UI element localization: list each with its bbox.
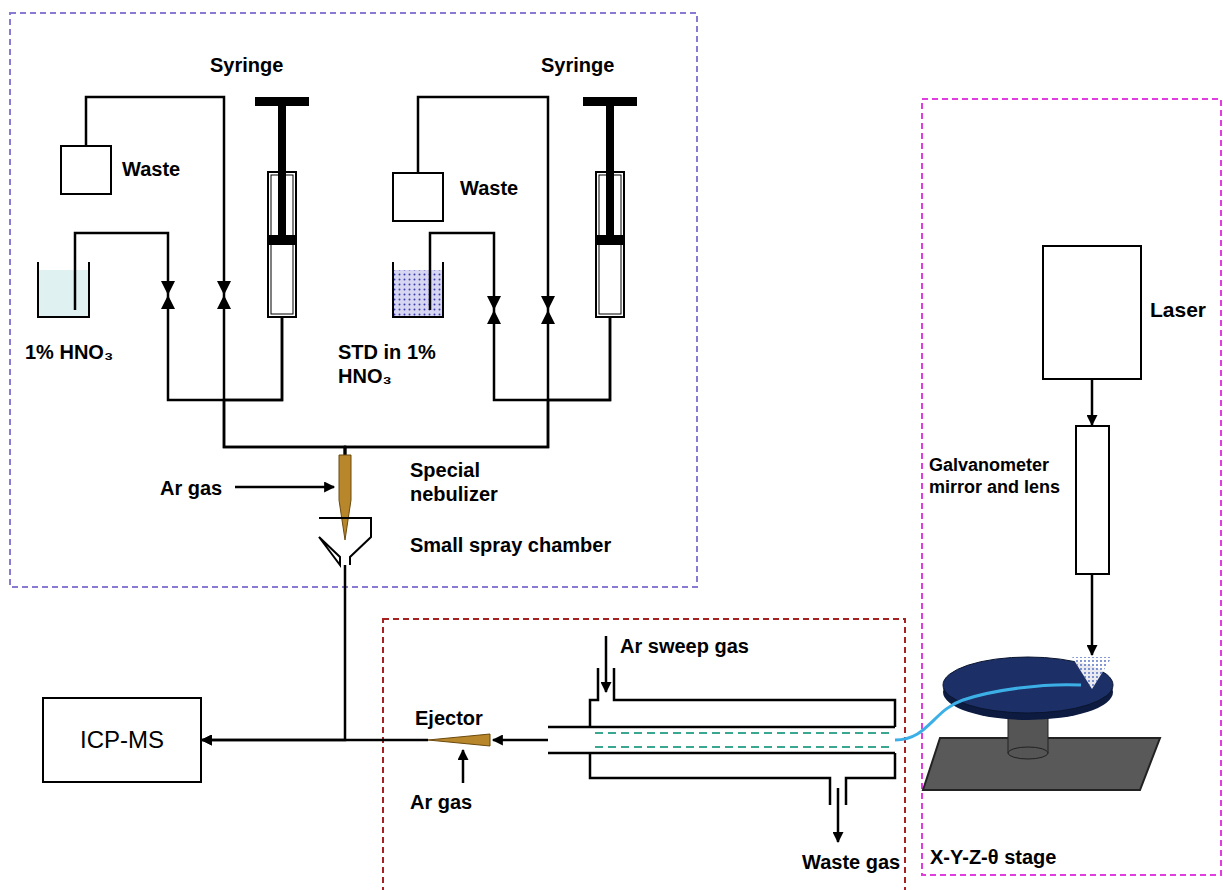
node-label: X-Y-Z-θ stage [930, 845, 1056, 869]
node-label: Special nebulizer [410, 458, 515, 506]
syringe: Syringe [255, 97, 309, 318]
tubing-line [430, 233, 610, 400]
node-label: STD in 1% HNO₃ [338, 340, 456, 388]
standard-beaker-outline [392, 262, 444, 318]
node-label: Ejector [415, 706, 483, 730]
node-label: 1% HNO₃ [25, 340, 113, 364]
syringe-outline [583, 97, 637, 318]
tubing-line [1091, 575, 1094, 655]
nebulizer-outline [337, 455, 353, 540]
gas-label: Ar gas [160, 476, 222, 500]
gas-label: Ar sweep gas [620, 634, 749, 658]
laser-box: Laser [1042, 245, 1142, 380]
gas-arrow [235, 486, 334, 489]
tubing-line [1091, 380, 1094, 425]
galvanometer-box-outline [1075, 425, 1110, 575]
ejector-outline [428, 733, 490, 747]
galvanometer-box: Galvanometer mirror and lens [1075, 425, 1110, 575]
region-liquid [10, 13, 697, 587]
tubing-line [224, 318, 345, 455]
tubing-line [345, 97, 548, 455]
tubing-line [86, 97, 345, 455]
node-label: Syringe [210, 53, 283, 77]
waste-gas-arrow [837, 788, 840, 842]
tubing-line [75, 233, 282, 400]
ablation-cell [548, 668, 895, 805]
spray-chamber: Small spray chamber [318, 517, 372, 565]
tubing-line [202, 565, 345, 740]
waste-container: Waste [60, 145, 112, 195]
tubing-line [202, 739, 428, 742]
nebulizer: Special nebulizer [337, 455, 353, 540]
waste-container-outline [392, 172, 444, 222]
region-laser [922, 99, 1221, 875]
node-label: Waste [460, 176, 518, 200]
laser-box-outline [1042, 245, 1142, 380]
icp-ms-box: ICP-MS [42, 697, 202, 783]
reagent-beaker-outline [37, 262, 90, 318]
gas-label: Waste gas [802, 850, 900, 874]
xyz-stage-outline [923, 655, 1160, 790]
syringe-outline [255, 97, 309, 318]
waste-container-outline [60, 145, 112, 195]
cell-outlet-arrow [493, 739, 548, 742]
waste-container: Waste [392, 172, 444, 222]
reagent-beaker: 1% HNO₃ [37, 262, 90, 318]
spray-chamber-outline [318, 517, 372, 565]
ejector: Ejector [428, 733, 490, 747]
xyz-stage: X-Y-Z-θ stage [923, 655, 1160, 790]
node-label: Galvanometer mirror and lens [929, 455, 1067, 498]
node-label: Small spray chamber [410, 533, 611, 557]
standard-beaker: STD in 1% HNO₃ [392, 262, 444, 318]
node-label: Waste [122, 157, 180, 181]
node-label: Laser [1150, 297, 1206, 322]
sweep-gas-arrow [605, 636, 608, 692]
gas-label: Ar gas [410, 790, 472, 814]
node-label: Syringe [541, 53, 614, 77]
syringe: Syringe [583, 97, 637, 318]
node-label: ICP-MS [42, 697, 202, 783]
region-cell [383, 619, 905, 890]
gas-arrow [462, 750, 465, 783]
valve-symbol [161, 281, 555, 324]
